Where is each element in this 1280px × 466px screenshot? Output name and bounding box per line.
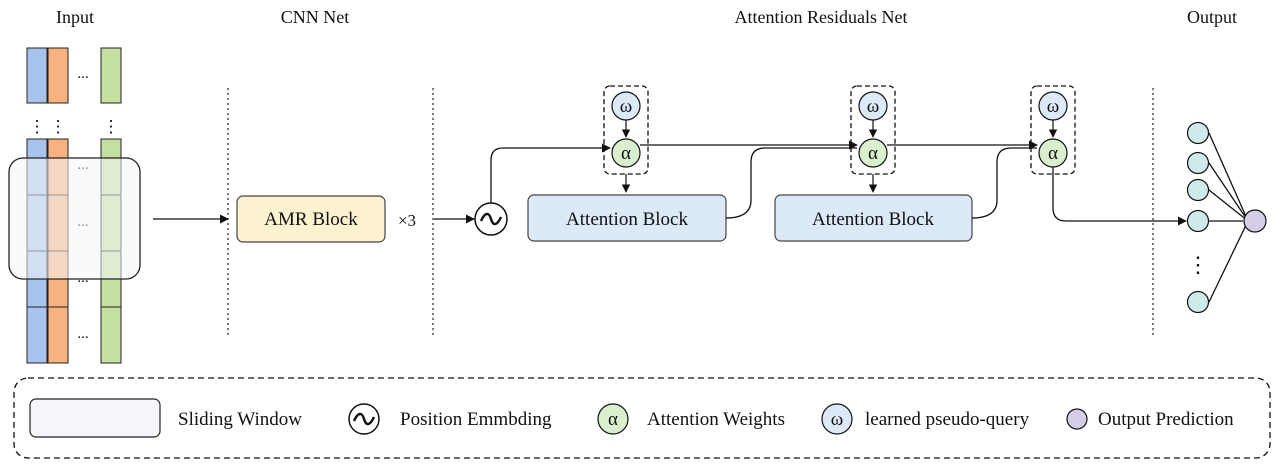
omega-symbol: ω [831, 409, 844, 430]
legend-omega-swatch [821, 403, 853, 435]
pseudo-query-group-border [603, 85, 649, 175]
section-title-input: Input [56, 7, 94, 27]
attention-weight-group-3: ω α [1030, 85, 1076, 175]
alpha-symbol: α [868, 143, 878, 164]
pseudo-query-group-border [850, 85, 896, 175]
omega-symbol: ω [867, 96, 880, 117]
legend-position-embedding-label: Position Emmbding [400, 409, 552, 430]
amr-block [236, 195, 386, 243]
legend-output-prediction-swatch [1066, 408, 1088, 430]
attention-block-label: Attention Block [566, 209, 688, 230]
omega-symbol: ω [620, 96, 633, 117]
legend-sliding-window-label: Sliding Window [178, 409, 302, 430]
feature-column-orange [47, 47, 69, 104]
attention-weight-group-2: ω α [850, 85, 896, 175]
legend-border [13, 377, 1271, 459]
legend-alpha-swatch [597, 403, 629, 435]
alpha-node [611, 138, 641, 168]
input-sequence-top: ... [26, 47, 122, 104]
legend: Sliding Window Position Emmbding α Atten… [13, 377, 1271, 459]
section-title-attention: Attention Residuals Net [735, 7, 908, 27]
alpha-symbol: α [621, 143, 631, 164]
output-neuron [1186, 151, 1210, 175]
section-title-output: Output [1187, 7, 1237, 27]
block-output-connection [971, 147, 1037, 219]
tilde-icon [352, 412, 376, 426]
repeat-multiplier: ×3 [398, 211, 416, 230]
amr-block-label: AMR Block [264, 209, 358, 230]
vertical-ellipsis: ⋮ [29, 117, 46, 136]
output-neuron [1186, 178, 1210, 202]
attention-weight-group-1: ω α [603, 85, 649, 175]
alpha-symbol: α [1048, 143, 1058, 164]
omega-symbol: ω [1047, 96, 1060, 117]
output-layer: ⋮ [1186, 121, 1267, 314]
tilde-icon [479, 212, 503, 226]
vertical-ellipsis: ⋮ [1187, 252, 1209, 277]
column-ellipsis: ... [77, 66, 88, 82]
legend-pseudo-query-label: learned pseudo-query [865, 409, 1030, 430]
vertical-ellipsis: ⋮ [103, 117, 120, 136]
legend-output-prediction-label: Output Prediction [1098, 409, 1234, 430]
alpha-node [858, 138, 888, 168]
legend-attention-weights-label: Attention Weights [647, 409, 785, 430]
feature-column-green [100, 47, 122, 104]
to-output-arrow [1052, 167, 1187, 226]
pseudo-query-group-border [1030, 85, 1076, 175]
sliding-window [8, 157, 141, 280]
alpha-symbol: α [608, 409, 618, 430]
output-neuron [1186, 121, 1210, 145]
block-output-connection [725, 147, 857, 219]
output-prediction-node [1243, 209, 1267, 233]
embedding-to-alpha-arrow [490, 143, 611, 203]
vertical-ellipsis: ⋮ [50, 117, 67, 136]
column-ellipsis: ... [77, 326, 88, 342]
feature-column-blue [26, 47, 48, 104]
section-title-cnn: CNN Net [281, 7, 350, 27]
legend-sliding-window-swatch [29, 398, 161, 438]
attention-block-label: Attention Block [812, 209, 934, 230]
output-neuron [1186, 290, 1210, 314]
output-neuron [1186, 209, 1210, 233]
